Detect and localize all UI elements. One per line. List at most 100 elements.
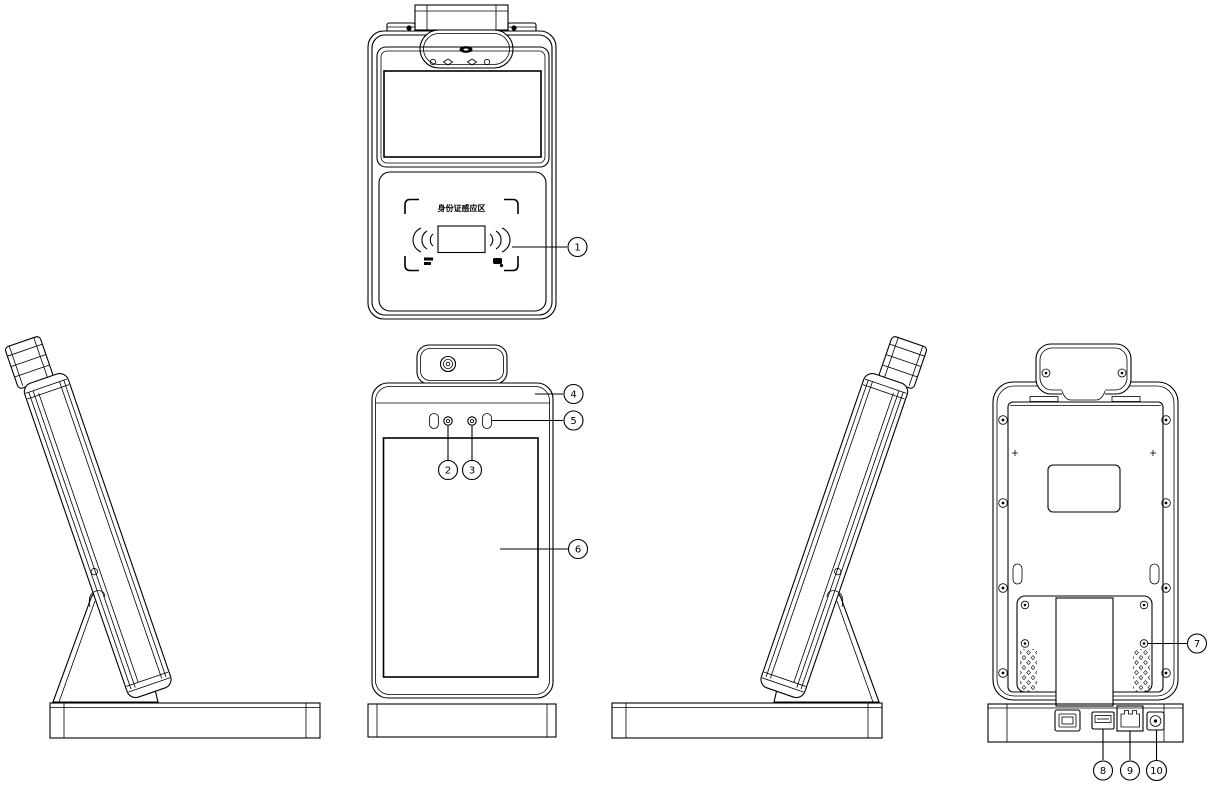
callout-number: 5: [570, 416, 576, 427]
reader-panel-outline: [378, 171, 547, 312]
corner-bracket-tr: [504, 198, 519, 214]
desk-base-front: [367, 703, 557, 738]
callout-10: 10: [1145, 730, 1168, 782]
bezel-inner-outline: [380, 50, 546, 164]
callout-number: 3: [469, 466, 475, 477]
body-inner-outline: [375, 386, 550, 695]
pod-neck-mask: [1062, 388, 1105, 401]
display-screen: [382, 437, 539, 678]
wave-icon: [489, 233, 494, 247]
callout-bubble: [1092, 760, 1114, 781]
card-read-icon: [493, 258, 502, 264]
callout-number: 9: [1127, 766, 1133, 777]
left-wing-screw: [406, 25, 412, 31]
camera-pod: [419, 29, 514, 69]
callout-bubble: [1186, 633, 1208, 654]
card-outline: [437, 225, 486, 254]
hanging-slot: [1111, 396, 1141, 402]
callout-number: 4: [570, 390, 576, 401]
callout-bubble: [1119, 760, 1141, 781]
callout-bubble: [563, 383, 584, 405]
frame-screws: [998, 415, 1171, 678]
dc-power-jack: [1146, 711, 1165, 731]
body-outline: [371, 382, 554, 699]
stand-hinge-hook: [88, 590, 106, 608]
callout-8: 8: [1092, 729, 1114, 781]
mounting-plate: [1016, 595, 1153, 707]
stand-inner-edge: [58, 600, 96, 703]
callout-bubble: [461, 459, 483, 481]
callout-2: 2: [437, 426, 459, 481]
slab-cap-lines: [25, 378, 171, 693]
corner-bracket-tl: [404, 198, 419, 214]
desk-base-back: [987, 703, 1184, 743]
callout-bubble: [1145, 759, 1168, 782]
callout-number: 2: [445, 466, 451, 477]
pod-side-edges: [7, 337, 50, 386]
pod-inner-outline: [420, 348, 504, 381]
card-area-label: 身份证感应区: [438, 203, 486, 213]
base-edges: [50, 703, 320, 738]
wave-icon: [421, 230, 428, 250]
camera-lens-highlight: [463, 48, 469, 51]
screen-bezel: [376, 46, 550, 168]
wave-icon: [501, 227, 511, 253]
pod-screw-dot: [1120, 371, 1124, 375]
back-view: 7 8 9 10: [987, 343, 1208, 782]
speaker-vent: [1020, 649, 1037, 692]
camera-pod-back: [1035, 343, 1132, 401]
callout-1: 1: [512, 236, 588, 258]
stand-column: [1055, 597, 1114, 707]
left-camera-core: [445, 418, 450, 423]
corner-bracket-bl: [404, 256, 419, 272]
light-sensor-window: [482, 413, 492, 429]
camera-pod-side: [4, 336, 54, 389]
ethernet-port: [1116, 705, 1144, 732]
callout-bubble: [563, 410, 584, 431]
base-outline: [49, 702, 321, 739]
corner-bracket-br: [504, 256, 519, 272]
pod-inner-outline: [423, 33, 510, 65]
camera-lens-core: [445, 361, 451, 367]
callout-7: 7: [1148, 633, 1208, 654]
callout-number: 7: [1194, 639, 1200, 650]
pod-neck: [1061, 390, 1106, 401]
callout-9: 9: [1119, 731, 1141, 781]
housing-outline: [414, 4, 509, 31]
device-slab-outline: [23, 373, 172, 699]
left-side-view: [4, 336, 321, 739]
base-outline: [367, 703, 557, 738]
tilted-device-body: [4, 336, 172, 699]
id-card-reader-panel: 身份证感应区: [378, 171, 547, 312]
base-edges: [376, 704, 548, 737]
camera-pod-front: [416, 344, 508, 385]
card-swipe-icon: [424, 257, 433, 261]
callout-number: 1: [574, 243, 580, 254]
right-camera-core: [469, 418, 474, 423]
card-read-icon: [499, 263, 504, 268]
usb-port: [1091, 711, 1115, 730]
speaker-vent: [1133, 649, 1150, 692]
front-view: 2 3 4 5 6: [367, 344, 589, 738]
nameplate-recess: [1047, 464, 1121, 513]
sensor-diamond-icon: [466, 58, 478, 66]
camera-lens: [439, 355, 457, 373]
sensor-diamond-icon: [442, 58, 454, 66]
keyhole-slot: [1012, 563, 1023, 585]
panel-cross-screws: [1012, 450, 1156, 456]
card-swipe-icon: [424, 262, 431, 265]
callout-number: 10: [1150, 766, 1163, 777]
desk-base: [49, 702, 321, 739]
callout-bubble: [567, 236, 588, 258]
pod-screw-dot: [1044, 371, 1048, 375]
pod-screw: [1041, 368, 1051, 378]
wave-icon: [412, 227, 422, 253]
right-camera-lens: [467, 416, 477, 426]
sensor-dot-icon: [483, 58, 491, 66]
side-button: [90, 568, 98, 576]
keyhole-slot: [1149, 563, 1160, 585]
sensor-row: [429, 413, 492, 429]
body-outline: [367, 30, 557, 320]
